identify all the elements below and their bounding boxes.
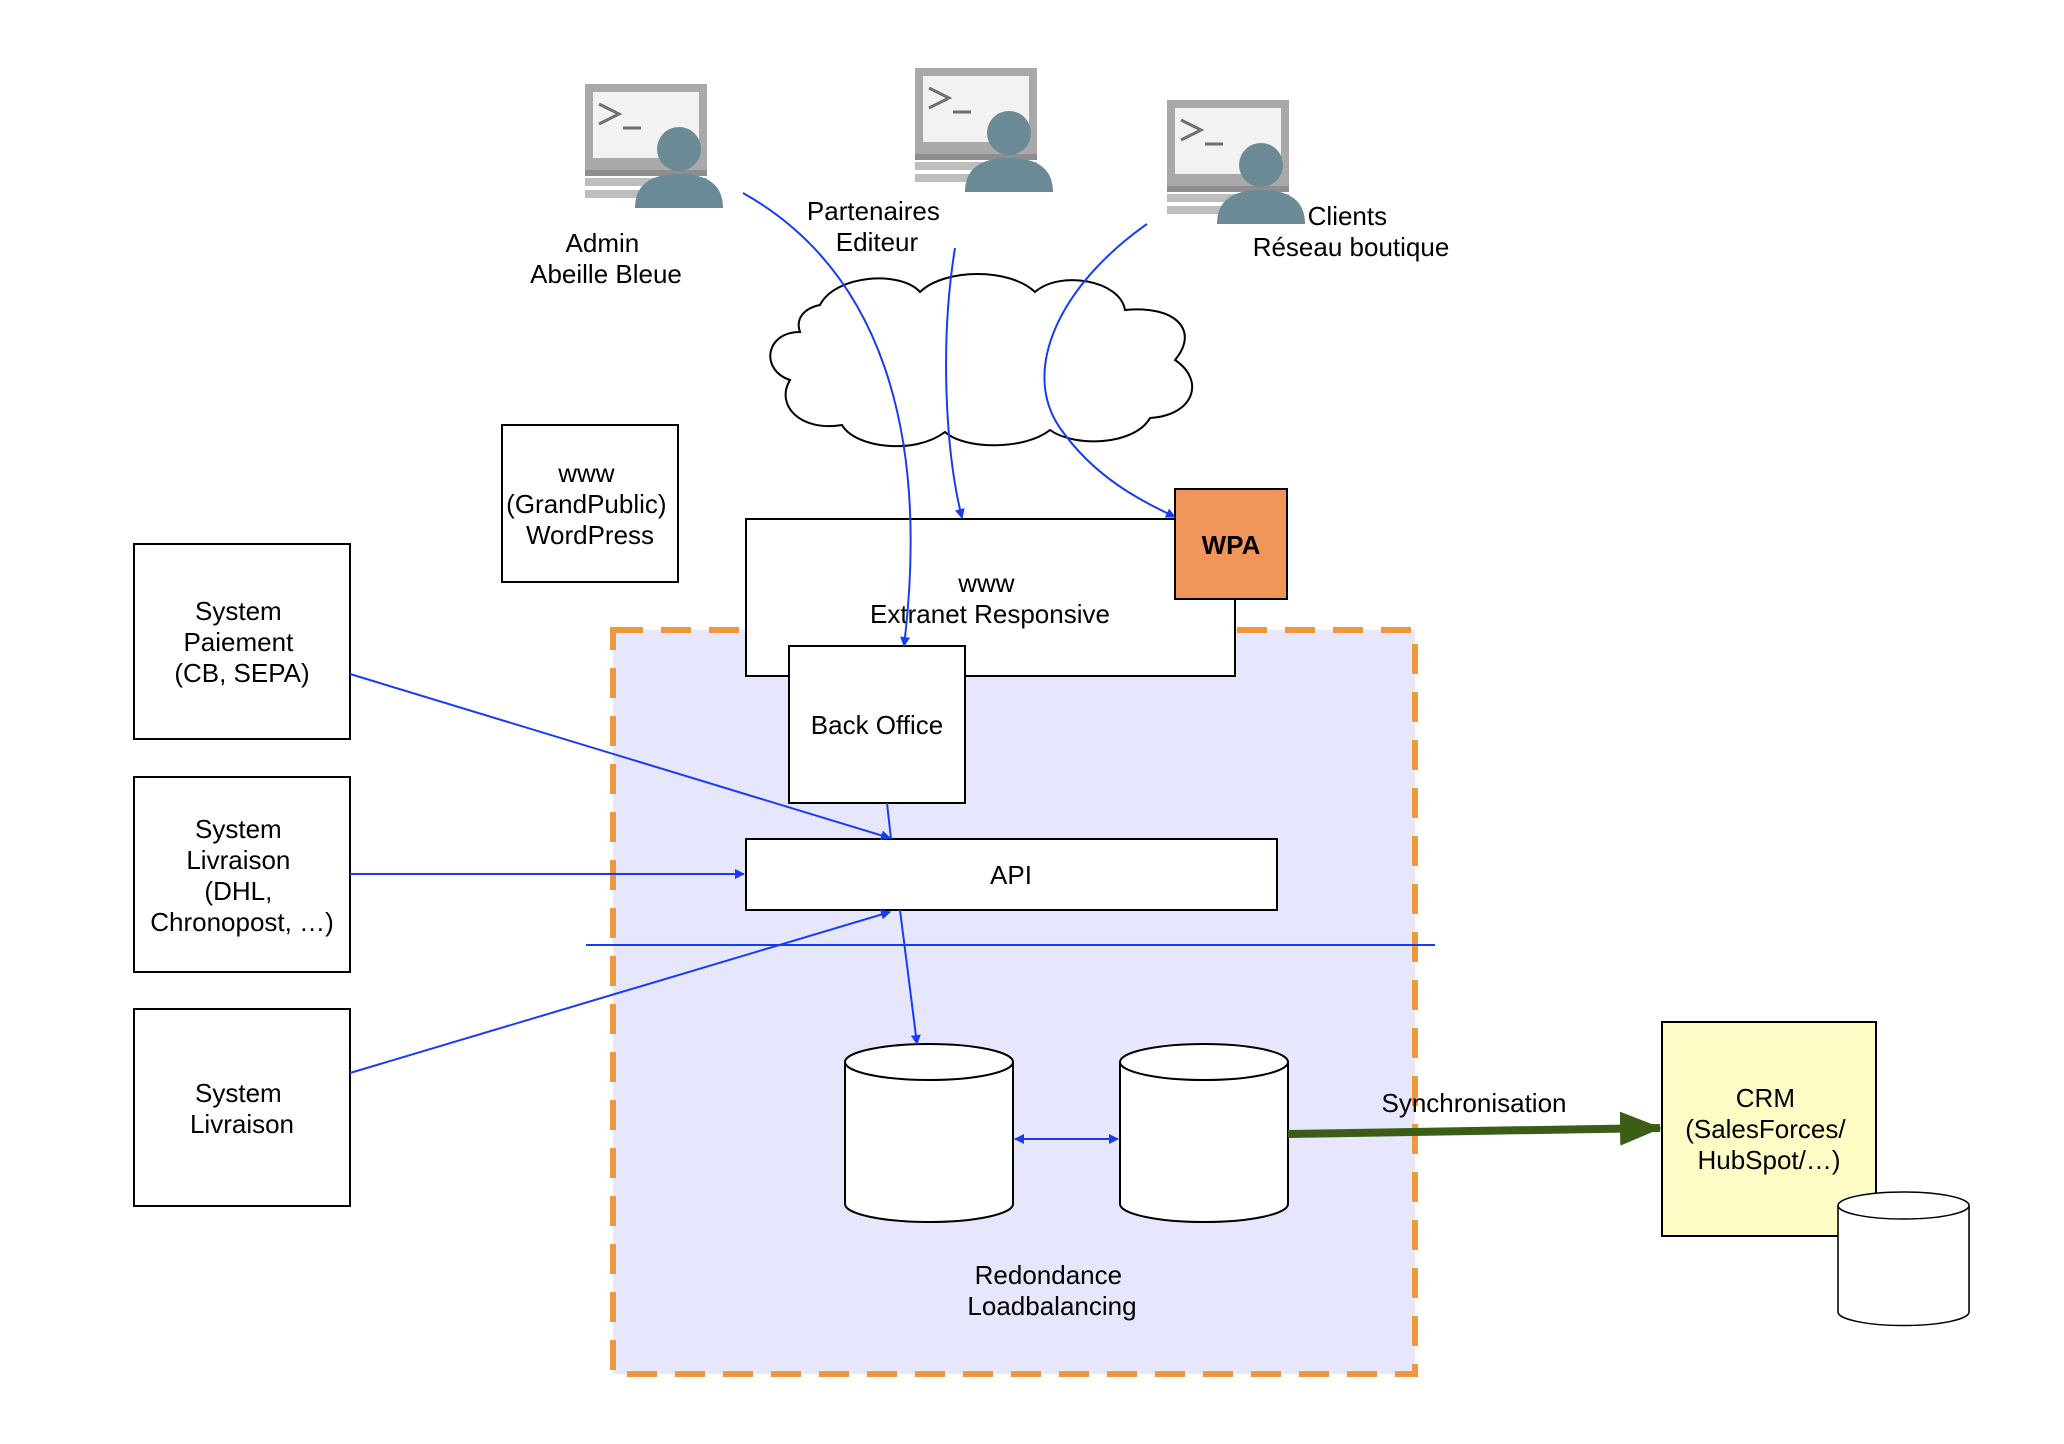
back-office-label: Back Office	[811, 710, 943, 740]
partners-label: Partenaires Editeur	[807, 196, 947, 257]
system-livraison-box	[133, 1008, 351, 1207]
api-db-flow-arrow	[899, 909, 921, 1045]
wpa-label: WPA	[1202, 530, 1261, 560]
partners-flow-arrow	[945, 247, 965, 519]
redundancy-label: Redondance Loadbalancing	[967, 1260, 1136, 1321]
crm-box	[1661, 1021, 1877, 1237]
admin-label: Admin Abeille Bleue	[530, 228, 682, 289]
system-livraison-dhl-label: System Livraison (DHL, Chronopost, …)	[150, 814, 334, 937]
clients-terminal-user-icon	[1165, 98, 1307, 226]
wpa-box	[1174, 488, 1288, 600]
sync-label: Synchronisation	[1382, 1088, 1567, 1118]
admin-flow-arrow	[742, 192, 912, 647]
extranet-label: www Extranet Responsive	[870, 568, 1110, 629]
system-paiement-box	[133, 543, 351, 740]
back-office-box	[788, 645, 966, 804]
www-grandpublic-label: www (GrandPublic) WordPress	[506, 458, 674, 550]
api-box	[745, 838, 1278, 911]
hosted-zone	[610, 627, 1418, 1377]
partners-terminal-user-icon	[913, 66, 1055, 194]
sync-arrow	[1287, 1111, 1662, 1146]
internet-cloud-icon	[769, 273, 1194, 448]
livraison-flow-arrow	[349, 909, 891, 1074]
crm-database-icon	[1837, 1191, 1970, 1327]
system-livraison-dhl-box	[133, 776, 351, 973]
api-label: API	[990, 860, 1032, 890]
clients-flow-arrow	[1043, 223, 1176, 518]
system-livraison-label: System Livraison	[190, 1078, 294, 1139]
db-replica-database-icon	[1119, 1043, 1289, 1223]
www-grandpublic-box	[501, 424, 679, 583]
system-paiement-label: System Paiement (CB, SEPA)	[174, 596, 309, 688]
paiement-flow-arrow	[349, 673, 891, 841]
clients-label: Clients Réseau boutique	[1253, 201, 1450, 262]
admin-terminal-user-icon	[583, 82, 725, 210]
crm-label: CRM (SalesForces/ HubSpot/…)	[1685, 1083, 1853, 1175]
db-primary-database-icon	[844, 1043, 1014, 1223]
